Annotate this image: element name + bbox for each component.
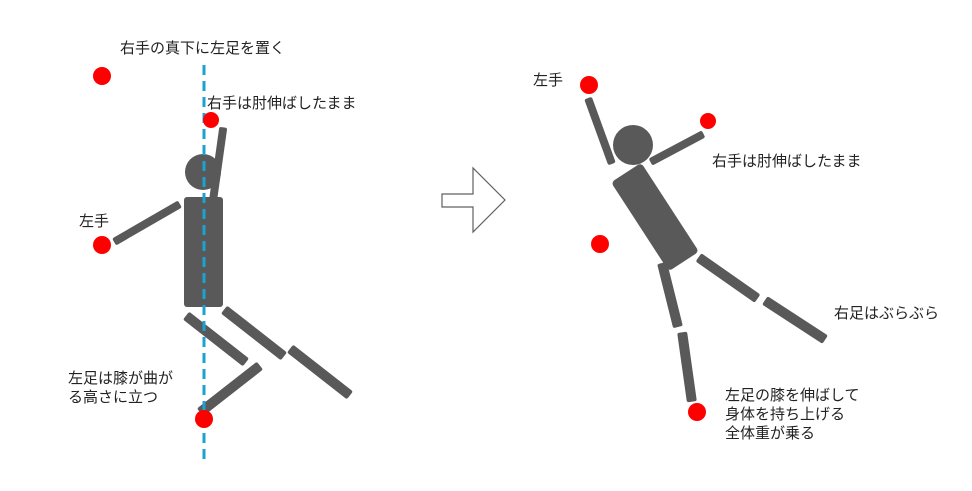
- hold: [688, 403, 706, 421]
- label-right-foot-dangling: 右足はぶらぶら: [834, 304, 940, 322]
- right-figure: [584, 97, 828, 403]
- hold: [93, 236, 111, 254]
- left-figure-left-shin: [197, 362, 263, 416]
- label-left-foot-line2: る高さに立つ: [68, 388, 159, 406]
- label-left-foot-line1: 左足は膝が曲が: [68, 369, 174, 387]
- left-figure-right-arm: [209, 127, 227, 203]
- label-left-foot-extend-line3: 全体重が乗る: [725, 424, 816, 442]
- left-figure-torso: [184, 197, 223, 307]
- right-arrow-icon: [441, 166, 506, 234]
- right-figure-torso: [612, 164, 698, 270]
- left-holds: [93, 67, 219, 428]
- label-left-foot-extend-line2: 身体を持ち上げる: [725, 405, 846, 423]
- left-figure-right-shin: [287, 345, 353, 399]
- left-figure-right-thigh: [221, 306, 287, 360]
- right-holds: [580, 76, 716, 421]
- label-left-foot-extend: 左足の膝を伸ばして 身体を持ち上げる 全体重が乗る: [725, 386, 860, 443]
- right-figure-left-shin: [677, 331, 697, 403]
- hold: [93, 67, 111, 85]
- hold: [203, 112, 219, 128]
- label-right-hand-under-left-foot: 右手の真下に左足を置く: [120, 39, 286, 57]
- left-figure-left-arm: [112, 201, 182, 245]
- right-figure-right-thigh: [696, 254, 760, 302]
- label-left-foot-extend-line1: 左足の膝を伸ばして: [725, 386, 860, 404]
- right-figure-head: [613, 125, 653, 165]
- label-right-right-hand-straight: 右手は肘伸ばしたまま: [712, 152, 862, 170]
- hold: [195, 410, 213, 428]
- label-left-left-hand: 左手: [79, 212, 110, 230]
- hold: [700, 113, 716, 129]
- label-right-left-hand: 左手: [533, 71, 564, 89]
- right-figure-right-shin: [762, 296, 828, 344]
- hold: [580, 76, 598, 94]
- left-figure: [112, 127, 353, 416]
- right-figure-left-arm: [584, 97, 616, 165]
- label-left-right-hand-straight: 右手は肘伸ばしたまま: [207, 94, 357, 112]
- hold: [591, 235, 609, 253]
- left-figure-left-thigh: [183, 312, 249, 366]
- right-figure-left-thigh: [657, 262, 683, 328]
- right-figure-right-arm: [649, 131, 705, 165]
- label-left-foot-bent: 左足は膝が曲が る高さに立つ: [68, 369, 173, 407]
